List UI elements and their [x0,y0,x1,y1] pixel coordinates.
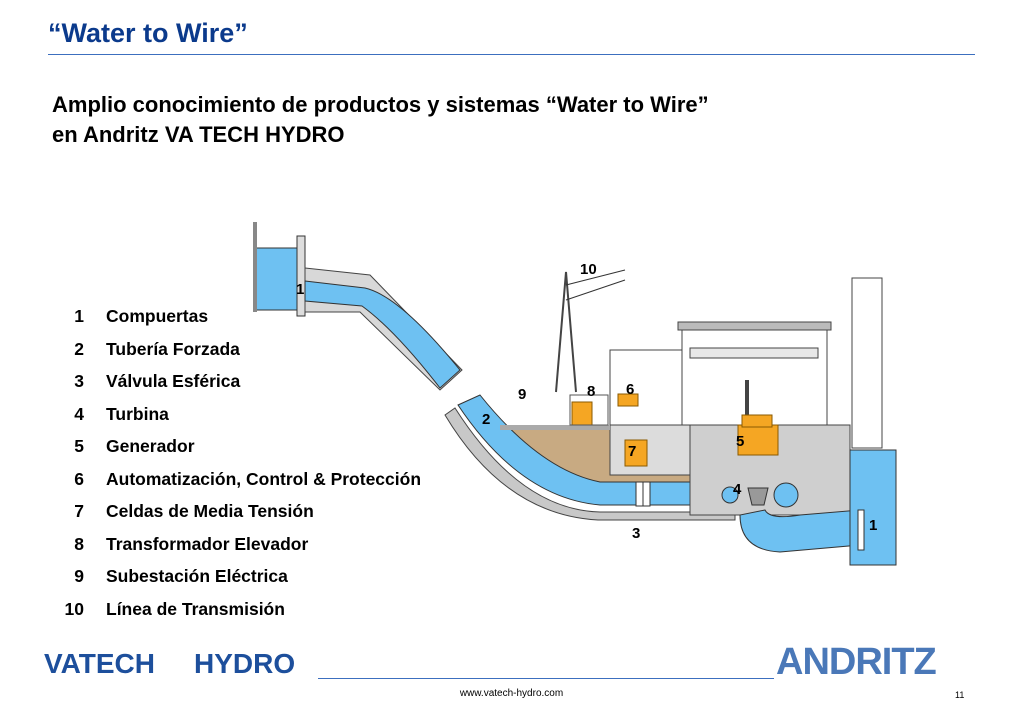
turbine-runner [747,487,769,506]
upper-reservoir [254,247,304,311]
intake-wall [253,222,257,312]
penstock-casing-lower [444,407,736,521]
control-building [609,349,683,426]
andritz-logo: ANDRITZ [776,641,938,680]
legend-label: Línea de Transmisión [106,598,285,619]
legend-label: Válvula Esférica [106,371,241,391]
legend-number: 3 [74,371,84,391]
legend-number: 10 [64,598,84,619]
page-number: 11 [955,690,965,700]
title-rule [48,54,975,55]
powerhouse-hall [681,324,828,426]
generator [737,424,779,456]
legend-item: 1 Compuertas [50,306,421,339]
subtitle-line-1: Amplio conocimiento de productos y siste… [52,92,709,117]
legend-item: 2 Tubería Forzada [50,339,421,372]
legend-label: Transformador Elevador [106,533,309,554]
label-valve: 3 [632,525,640,542]
page-title: “Water to Wire” [48,18,248,48]
footer-url: www.vatech-hydro.com [459,688,564,699]
outlet-gate [857,509,865,551]
legend-item: 4 Turbina [50,404,421,437]
spiral-case-left [721,486,739,504]
legend-number: 1 [74,306,84,326]
legend-label: Subestación Eléctrica [106,566,288,586]
legend-item: 8 Transformador Elevador [50,534,421,567]
label-transformer: 8 [587,383,595,400]
logo-vatech-text: VATECH [44,648,155,679]
legend-label: Generador [106,436,195,456]
label-gate-intake: 1 [296,281,304,298]
legend-number: 7 [74,501,84,521]
legend-label: Compuertas [106,306,209,326]
legend-number: 8 [74,533,84,554]
switchgear [624,439,648,467]
legend-number: 2 [74,338,84,359]
footer-rule [318,678,774,679]
legend-item: 5 Generador [50,436,421,469]
outlet-tower [851,277,883,449]
component-legend: 1 Compuertas 2 Tubería Forzada 3 Válvula Es… [50,306,422,632]
label-turbine: 4 [733,481,742,498]
spiral-case-right [773,482,799,508]
legend-item: 10 Línea de Transmisión [50,599,421,632]
transmission-line-1 [565,269,626,286]
control-panel [617,393,639,407]
logo-andritz-text: ANDRITZ [776,641,937,680]
label-gate-outlet: 1 [869,517,877,534]
substation-yard [500,425,610,430]
legend-number: 4 [74,403,84,424]
transmission-tower [555,271,577,393]
transmission-line-2 [565,279,626,301]
legend-item: 9 Subestación Eléctrica [50,566,421,599]
tailwater-basin [849,449,897,566]
logo-hydro-text: HYDRO [194,648,295,679]
label-switchgear: 7 [628,443,636,460]
legend-item: 3 Válvula Esférica [50,371,421,404]
legend-label: Celdas de Media Tensión [106,501,314,521]
transformer [571,401,593,427]
draft-tube [739,509,861,553]
penstock-upper [304,280,461,389]
legend-number: 9 [74,566,84,586]
legend-number: 5 [74,436,84,456]
label-control: 6 [626,381,634,398]
label-line: 10 [580,261,597,278]
label-generator: 5 [736,433,744,450]
legend-label: Tubería Forzada [106,338,240,359]
lower-floor [609,424,691,476]
intake-gate-structure [296,235,306,317]
legend-number: 6 [74,468,84,489]
generator-shaft [745,380,749,440]
crane [689,347,819,359]
label-penstock: 2 [482,411,490,428]
legend-item: 6 Automatización, Control & Protección [50,469,421,502]
substation-frame [569,394,609,426]
powerhouse-roof [677,321,832,331]
legend-label: Turbina [106,403,169,424]
subtitle: Amplio conocimiento de productos y siste… [52,90,709,150]
label-substation: 9 [518,386,526,403]
subtitle-line-2: en Andritz VA TECH HYDRO [52,122,345,147]
hydropower-cross-section: 1 2 3 4 5 6 7 8 9 10 1 [253,222,897,566]
generator-top [741,414,773,428]
legend-item: 7 Celdas de Media Tensión [50,501,421,534]
legend-label: Automatización, Control & Protección [106,468,422,489]
vatech-hydro-logo: VATECH HYDRO [44,648,295,679]
